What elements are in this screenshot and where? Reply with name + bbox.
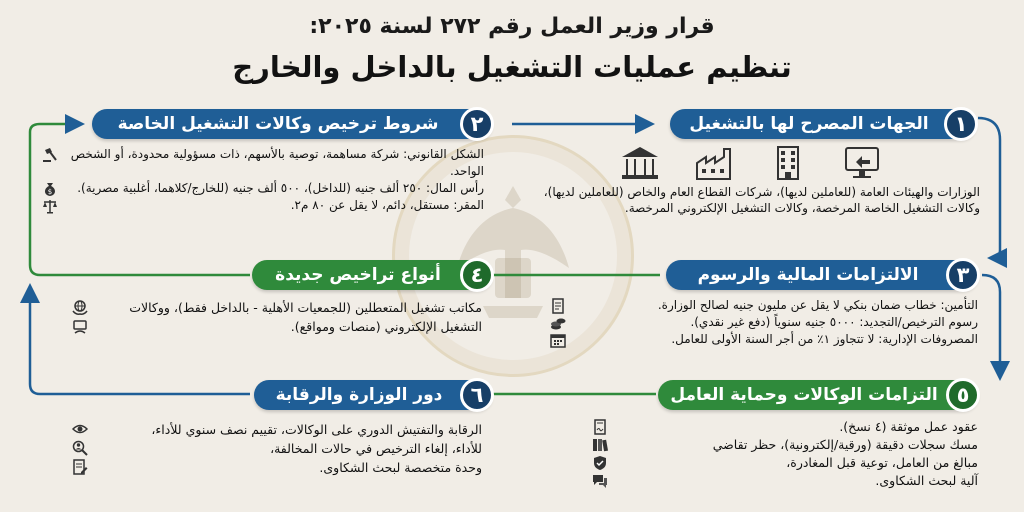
section-1-text: الوزارات والهيئات العامة (للعاملين لديها… [543,185,980,215]
section-1-icons [620,145,882,181]
svg-text:$: $ [48,188,52,196]
section-4-title: أنواع تراخيص جديدة [275,265,441,285]
condition-capital: رأس المال: ٢٥٠ ألف جنيه (للداخل)، ٥٠٠ أل… [77,181,484,195]
page-subtitle: قرار وزير العمل رقم ٢٧٢ لسنة ٢٠٢٥: [309,14,715,39]
section-6-title: دور الوزارة والرقابة [275,385,443,405]
protection-awareness: مبالغ من العامل، توعية قبل المغادرة، [786,455,978,470]
money-bag-icon: $ [40,180,60,197]
records-icon [590,436,610,453]
section-4-header: ٤ أنواع تراخيص جديدة [252,258,494,292]
section-2-title: شروط ترخيص وكالات التشغيل الخاصة [117,114,439,134]
section-2-header: ٢ شروط ترخيص وكالات التشغيل الخاصة [92,107,494,141]
contract-icon [590,418,610,435]
globe-hands-icon [70,298,90,336]
scales-icon [40,197,60,214]
document-icon [548,297,568,314]
list-item: $ رأس المال: ٢٥٠ ألف جنيه (للداخل)، ٥٠٠ … [40,180,484,197]
condition-legal-form: الشكل القانوني: شركة مساهمة، توصية بالأس… [70,147,484,178]
section-6-number: ٦ [460,378,494,412]
protection-records: مسك سجلات دقيقة (ورقية/إلكترونية)، حظر ت… [712,437,978,452]
section-5-title: التزامات الوكالات وحماية العامل [670,385,938,405]
factory-icon [696,148,731,180]
list-item: المقر: مستقل، دائم، لا يقل عن ٨٠ م٢. [40,197,484,214]
arrow-3-to-5 [981,273,1010,381]
section-5-body: عقود عمل موثقة (٤ نسخ). مسك سجلات دقيقة … [590,418,978,490]
obligation-fees: رسوم الترخيص/التجديد: ٥٠٠٠ جنيه سنوياً (… [690,315,978,329]
monitor-icon [845,147,879,178]
list-item: الشكل القانوني: شركة مساهمة، توصية بالأس… [40,146,484,180]
complaint-form-icon [70,458,90,475]
list-item: الرقابة والتفتيش الدوري على الوكالات، تق… [70,420,482,439]
section-3-title: الالتزامات المالية والرسوم [697,265,919,285]
eye-icon [70,420,90,437]
list-item: المصروفات الإدارية: لا تتجاوز ١٪ من أجر … [548,331,978,348]
ministry-complaints-unit: وحدة متخصصة لبحث الشكاوى. [319,460,482,475]
chat-icon [590,472,610,489]
calendar-icon [548,331,568,348]
monitor-hand-icon [73,320,87,334]
section-3-number: ٣ [946,258,980,292]
protection-complaints: آلية لبحث الشكاوى. [875,473,978,488]
ministry-inspection: الرقابة والتفتيش الدوري على الوكالات، تق… [151,422,482,437]
section-4-body: مكاتب تشغيل المتعطلين (للجمعيات الأهلية … [70,298,482,336]
obligation-admin-expenses: المصروفات الإدارية: لا تتجاوز ١٪ من أجر … [671,332,978,346]
arrow-6-up [20,283,250,396]
coins-icon [548,314,568,331]
section-4-number: ٤ [460,258,494,292]
list-item: رسوم الترخيص/التجديد: ٥٠٠٠ جنيه سنوياً (… [548,314,978,331]
list-item: مسك سجلات دقيقة (ورقية/إلكترونية)، حظر ت… [590,436,978,454]
section-6-body: الرقابة والتفتيش الدوري على الوكالات، تق… [70,420,482,477]
office-building-icon [777,146,799,180]
list-item: التأمين: خطاب ضمان بنكي لا يقل عن مليون … [548,297,978,314]
section-2-body: الشكل القانوني: شركة مساهمة، توصية بالأس… [40,146,484,214]
condition-office: المقر: مستقل، دائم، لا يقل عن ٨٠ م٢. [290,198,484,212]
section-2-number: ٢ [460,107,494,141]
ministry-license-revocation: للأداء، إلغاء الترخيص في حالات المخالفة، [270,441,482,456]
section-3-body: التأمين: خطاب ضمان بنكي لا يقل عن مليون … [548,297,978,348]
section-5-number: ٥ [946,378,980,412]
list-item: آلية لبحث الشكاوى. [590,472,978,490]
section-6-header: ٦ دور الوزارة والرقابة [254,378,494,412]
section-1-number: ١ [944,107,978,141]
gavel-icon [40,146,60,163]
section-1-title: الجهات المصرح لها بالتشغيل [689,114,929,134]
shield-icon [590,454,610,471]
list-item: وحدة متخصصة لبحث الشكاوى. [70,458,482,477]
license-types-text: مكاتب تشغيل المتعطلين (للجمعيات الأهلية … [129,300,482,334]
section-1-header: ١ الجهات المصرح لها بالتشغيل [670,107,978,141]
section-3-header: ٣ الالتزامات المالية والرسوم [666,258,980,292]
list-item: عقود عمل موثقة (٤ نسخ). [590,418,978,436]
protection-contracts: عقود عمل موثقة (٤ نسخ). [839,419,978,434]
list-item: مكاتب تشغيل المتعطلين (للجمعيات الأهلية … [70,298,482,336]
page-title: تنظيم عمليات التشغيل بالداخل والخارج [232,50,792,84]
section-5-header: ٥ التزامات الوكالات وحماية العامل [658,378,980,412]
government-building-icon [622,147,658,179]
list-item: للأداء، إلغاء الترخيص في حالات المخالفة، [70,439,482,458]
obligation-insurance: التأمين: خطاب ضمان بنكي لا يقل عن مليون … [657,298,978,312]
list-item: مبالغ من العامل، توعية قبل المغادرة، [590,454,978,472]
search-person-icon [70,439,90,456]
arrow-1-to-3 [977,116,1008,268]
arrow-4-to-2 [28,114,250,277]
